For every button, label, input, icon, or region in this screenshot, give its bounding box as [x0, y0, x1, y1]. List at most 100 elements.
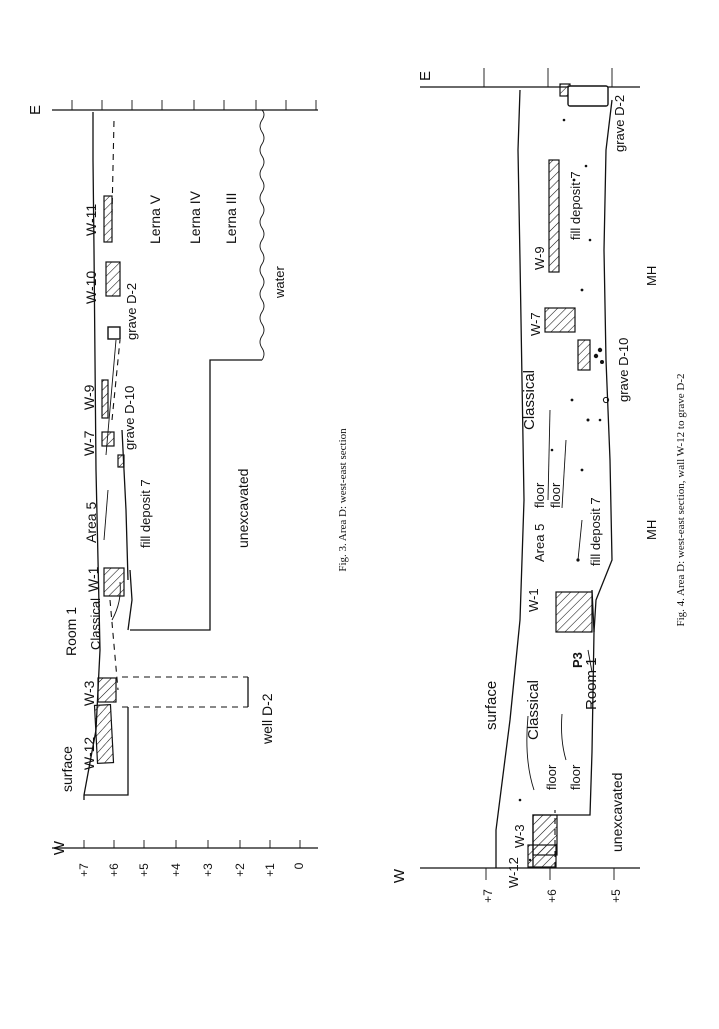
fig3-label-w11: W-11 [83, 204, 99, 236]
fig4-floor-line-c [561, 439, 567, 509]
fig3-label-well-d2: well D-2 [259, 693, 275, 745]
fig3-label-fill7: fill deposit 7 [138, 479, 153, 548]
fig3-grave-d10-marker [117, 454, 125, 468]
fig3-label-water: water [272, 266, 287, 299]
fig4-label-grave-d2: grave D-2 [612, 95, 627, 152]
fig4-label-mh-a: MH [644, 520, 659, 540]
fig4-label-floor-d: floor [548, 482, 563, 508]
fig3-tick-labels: +7 +6 +5 +4 +3 +2 +1 0 [77, 862, 306, 877]
fig4-floor-line-d [577, 519, 583, 561]
fig4-label-w7: W-7 [528, 312, 543, 336]
fig3-tick-label: +3 [201, 863, 215, 877]
fig3-tick-label: +1 [263, 863, 277, 877]
fig4-label-grave-d10: grave D-10 [616, 338, 631, 402]
fig4-east-ticks [483, 68, 613, 87]
fig3-area5-base [121, 429, 129, 581]
fig3-dashed-classical [109, 599, 119, 691]
fig3-label-lerna-v: Lerna V [147, 194, 163, 244]
fig3-surface-line [83, 112, 101, 800]
fig4-p3-marker [587, 649, 593, 673]
fig3-label-w10: W-10 [83, 271, 99, 304]
fig3-room1-base [127, 569, 133, 631]
fig3-label-lerna-iv: Lerna IV [187, 190, 203, 244]
fig4-east-label: E [417, 71, 434, 81]
fig3-tick-label: 0 [292, 862, 306, 869]
fig3-wall-w1 [103, 567, 125, 597]
fig3-area5-floor [103, 489, 109, 541]
fig3-wall-w10 [105, 261, 121, 297]
fig3-tick-label: +5 [137, 863, 151, 877]
fig3-label-w9: W-9 [81, 384, 97, 410]
fig4-label-floor-b: floor [568, 764, 583, 790]
fig4-label-classical-b: Classical [521, 370, 538, 430]
fig3-unexcavated-step [130, 359, 262, 631]
fig4-label-room1: Room 1 [583, 657, 600, 710]
fig3-label-w3: W-3 [81, 680, 97, 706]
fig4-wall-w9 [548, 159, 560, 273]
fig3-west-label: W [51, 840, 68, 855]
fig4-east-trench-base [593, 99, 613, 633]
fig4-label-floor-c: floor [532, 482, 547, 508]
fig3-label-w7: W-7 [81, 430, 97, 456]
fig3-label-room1: Room 1 [63, 607, 79, 656]
fig4-surface-line [495, 89, 525, 868]
fig3-label-grave-d2: grave D-2 [124, 283, 139, 340]
fig4-caption: Fig. 4. Area D: west-east section, wall … [675, 373, 687, 626]
fig4-area5-floor-line [547, 409, 551, 501]
fig4-label-mh-b: MH [644, 266, 659, 286]
fig3-trench-base-west [84, 707, 129, 796]
fig3-tick-label: +7 [77, 863, 91, 877]
fig4-label-p3: P3 [570, 652, 585, 668]
fig3-tick-label: +2 [233, 863, 247, 877]
fig3-axis-ticks [83, 840, 301, 848]
fig3-classical-floor [111, 581, 121, 621]
fig4-label-w1: W-1 [526, 588, 541, 612]
fig3-label-w1: W-1 [85, 566, 101, 592]
fig4-grave-d2 [567, 85, 609, 107]
figure-3: +7 +6 +5 +4 +3 +2 +1 0 W E [27, 100, 349, 877]
fig3-wall-w12 [93, 703, 115, 765]
fig3-water-line [259, 109, 265, 361]
fig4-wall-w7 [544, 307, 576, 333]
fig4-tick-label: +7 [481, 889, 495, 903]
fig4-label-w3: W-3 [512, 824, 527, 848]
fig4-floor-line-a [526, 715, 535, 791]
figure-4: E W +7 +6 +5 surfa [391, 68, 687, 903]
fig4-label-area5: Area 5 [532, 524, 547, 562]
fig3-label-area5: Area 5 [83, 502, 99, 543]
fig4-tick-label: +6 [545, 889, 559, 903]
fig3-wall-w3 [97, 677, 117, 703]
fig3-tick-label: +6 [107, 863, 121, 877]
fig3-label-w12: W-12 [81, 737, 97, 770]
fig4-label-fill7a: fill deposit 7 [588, 497, 603, 566]
fig4-label-classical-a: Classical [525, 680, 542, 740]
fig3-label-classical: Classical [88, 598, 103, 650]
fig4-west-label: W [391, 868, 408, 883]
fig4-floor-line-b [561, 713, 567, 761]
fig4-tick-label: +5 [609, 889, 623, 903]
fig4-label-unexcavated: unexcavated [609, 773, 625, 852]
fig3-tick-label: +4 [169, 863, 183, 877]
fig4-label-floor-a: floor [544, 764, 559, 790]
fig3-label-grave-d10: grave D-10 [122, 386, 137, 450]
fig4-label-fill7b: fill deposit 7 [568, 171, 583, 240]
fig4-wall-w3 [532, 814, 558, 856]
fig3-dashed-mid [111, 339, 121, 421]
fig4-label-w12: W-12 [506, 857, 521, 888]
fig4-stone-dots [518, 118, 610, 862]
fig3-wall-w7 [101, 431, 115, 447]
fig3-wall-w11 [103, 195, 113, 243]
fig3-east-ticks [71, 100, 317, 110]
fig4-label-surface: surface [483, 681, 500, 730]
fig4-wall-w1 [555, 591, 593, 633]
fig3-label-unexcavated: unexcavated [235, 469, 251, 548]
fig4-grave-d10-marker [577, 339, 591, 371]
fig3-label-lerna-iii: Lerna III [223, 193, 239, 244]
fig3-east-label: E [27, 105, 44, 115]
fig3-grave-d2 [107, 326, 121, 340]
fig4-label-w9: W-9 [532, 246, 547, 270]
fig3-wall-w9 [101, 379, 109, 419]
fig4-west-ticks [485, 868, 615, 880]
